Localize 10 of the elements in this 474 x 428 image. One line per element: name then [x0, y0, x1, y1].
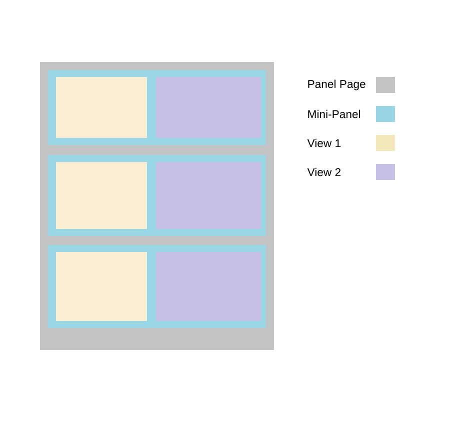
view-box [156, 252, 261, 321]
legend-label: Panel Page [308, 80, 366, 90]
view-box [56, 162, 147, 229]
legend-label: Mini-Panel [308, 110, 360, 118]
legend-label: View 1 [307, 138, 341, 148]
view-box [156, 77, 261, 138]
view-box [56, 77, 147, 138]
legend-label: View 2 [307, 168, 340, 176]
view-box [156, 162, 261, 229]
view-box [56, 252, 147, 321]
